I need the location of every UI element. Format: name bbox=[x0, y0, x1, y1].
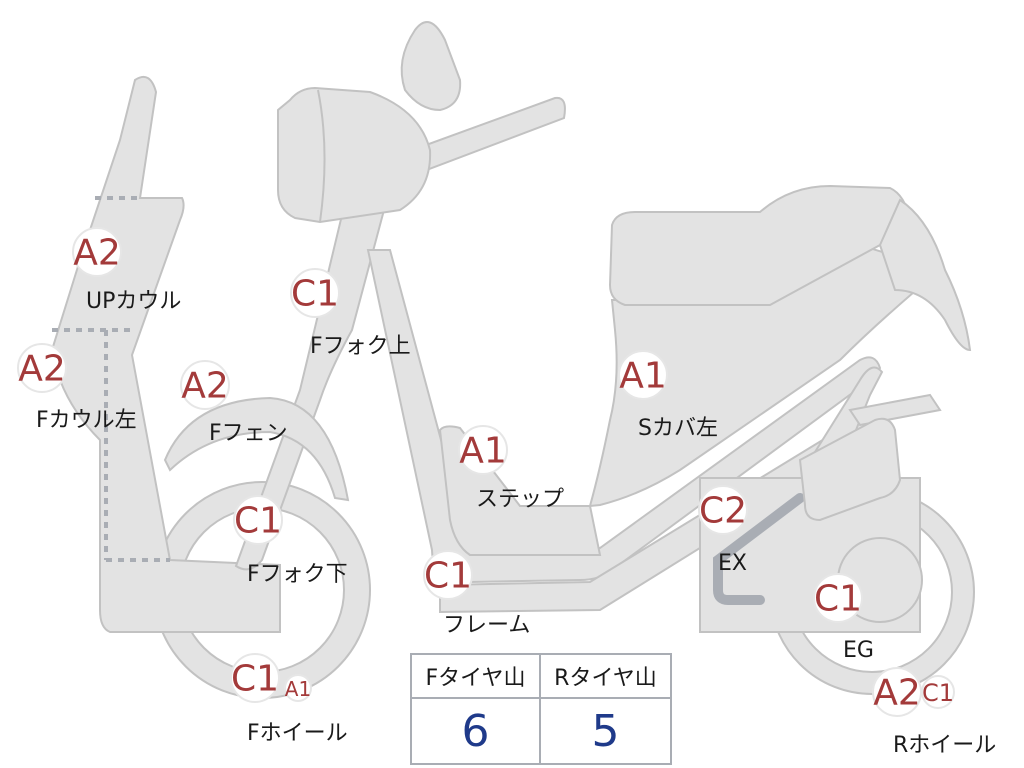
f-fender-grade-circle-1 bbox=[180, 360, 230, 410]
s-cover-left-grade-circle-1 bbox=[618, 350, 668, 400]
f-fender-grade-badge-1: A2 bbox=[180, 360, 230, 410]
f-fork-lower-grade-badge-1: C1 bbox=[233, 495, 283, 545]
ex-grade-circle-1 bbox=[698, 485, 748, 535]
front-tread-header: Fタイヤ山 bbox=[412, 655, 541, 699]
eg-grade-circle-1 bbox=[813, 573, 863, 623]
front-cowl-shape bbox=[50, 76, 281, 633]
f-fork-upper-grade-badge-1: C1 bbox=[290, 268, 340, 318]
r-wheel-grade-text-1: A2 bbox=[873, 673, 921, 714]
eg-grade-badge-1: C1 bbox=[813, 573, 863, 623]
f-wheel-grade-text-2: A1 bbox=[285, 677, 311, 701]
f-fork-lower-grade-circle-1 bbox=[233, 495, 283, 545]
f-cowl-left-label: Fカウル左 bbox=[36, 408, 137, 433]
rear-shock-upper bbox=[848, 393, 942, 427]
f-wheel-grade-text-1: C1 bbox=[231, 659, 279, 700]
f-cowl-left-grade-badge-1: A2 bbox=[17, 343, 67, 393]
f-wheel-grade-circle-2 bbox=[284, 674, 312, 702]
exhaust-shape bbox=[713, 493, 805, 605]
up-cowl-grade-text-1: A2 bbox=[73, 233, 121, 274]
f-fender-label: Fフェン bbox=[209, 421, 288, 446]
ex-grade-text-1: C2 bbox=[699, 491, 747, 532]
f-wheel-grade-badge-2: A1 bbox=[284, 674, 312, 702]
rear-tread-value: 5 bbox=[591, 705, 620, 757]
up-cowl-grade-circle-1 bbox=[72, 227, 122, 277]
step-grade-text-1: A1 bbox=[459, 431, 507, 472]
seat-shape bbox=[608, 184, 912, 306]
f-fork-upper-label: Fフォク上 bbox=[310, 334, 411, 359]
f-cowl-left-grade-circle-1 bbox=[17, 343, 67, 393]
headlight-housing-shape bbox=[277, 86, 432, 224]
frame-grade-circle-1 bbox=[423, 550, 473, 600]
f-fork-upper-grade-text-1: C1 bbox=[291, 274, 339, 315]
r-wheel-label: Rホイール bbox=[893, 733, 996, 758]
frame-grade-badge-1: C1 bbox=[423, 550, 473, 600]
f-fork-lower-grade-text-1: C1 bbox=[234, 501, 282, 542]
eg-grade-text-1: C1 bbox=[814, 579, 862, 620]
front-fender-shape bbox=[163, 396, 350, 502]
s-cover-left-grade-text-1: A1 bbox=[619, 356, 667, 397]
r-wheel-grade-text-2: C1 bbox=[922, 679, 954, 707]
rear-tread-header: Rタイヤ山 bbox=[541, 655, 670, 699]
ex-grade-badge-1: C2 bbox=[698, 485, 748, 535]
tail-shape bbox=[878, 198, 972, 352]
f-wheel-label: Fホイール bbox=[247, 721, 348, 746]
step-grade-circle-1 bbox=[458, 425, 508, 475]
s-cover-left-label: Sカバ左 bbox=[638, 416, 718, 441]
side-cover-shape bbox=[588, 243, 943, 508]
headlight-lens-seam bbox=[317, 89, 326, 223]
ex-label: EX bbox=[718, 551, 747, 576]
cowl-dotted-lines bbox=[52, 196, 170, 562]
f-fender-grade-text-1: A2 bbox=[181, 366, 229, 407]
f-fork-lower-label: Fフォク下 bbox=[247, 562, 348, 587]
front-fork-shape bbox=[234, 138, 402, 571]
f-cowl-left-grade-text-1: A2 bbox=[18, 349, 66, 390]
up-cowl-grade-badge-1: A2 bbox=[72, 227, 122, 277]
tire-tread-table: Fタイヤ山 Rタイヤ山 6 5 bbox=[410, 653, 672, 765]
up-cowl-label: UPカウル bbox=[86, 289, 181, 314]
r-wheel-grade-badge-2: C1 bbox=[921, 675, 955, 709]
frame-grade-text-1: C1 bbox=[424, 556, 472, 597]
step-grade-badge-1: A1 bbox=[458, 425, 508, 475]
f-wheel-grade-circle-1 bbox=[230, 653, 280, 703]
eg-label: EG bbox=[843, 638, 874, 663]
f-wheel-grade-badge-1: C1 bbox=[230, 653, 280, 703]
front-tread-value: 6 bbox=[412, 699, 541, 763]
step-label: ステップ bbox=[476, 487, 564, 512]
frame-label: フレーム bbox=[443, 613, 530, 638]
r-wheel-grade-circle-2 bbox=[921, 675, 955, 709]
mirror-shape bbox=[400, 21, 462, 112]
s-cover-left-grade-badge-1: A1 bbox=[618, 350, 668, 400]
air-box-shape bbox=[798, 417, 902, 522]
f-fork-upper-grade-circle-1 bbox=[290, 268, 340, 318]
r-wheel-grade-badge-1: A2 bbox=[872, 667, 922, 717]
